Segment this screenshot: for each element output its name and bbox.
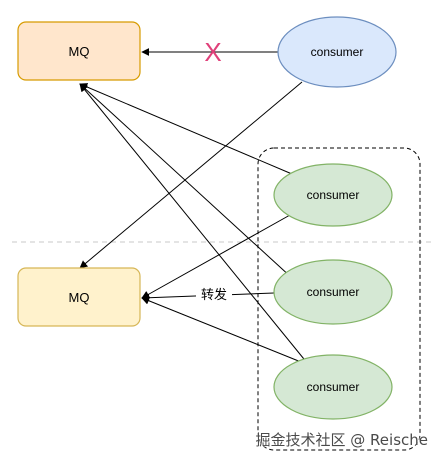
consumer-top-label: consumer <box>311 45 364 59</box>
consumer-group-label-3: consumer <box>307 380 360 394</box>
consumer-group-node-3 <box>273 354 393 420</box>
consumer-group-node-2 <box>273 259 393 325</box>
mq-top-label: MQ <box>69 44 90 59</box>
forward-label-bg <box>196 285 232 303</box>
consumer-group-label-2: consumer <box>307 285 360 299</box>
consumer-group-node-1 <box>273 163 393 227</box>
blocked-mark: X <box>204 37 221 67</box>
forward-label: 转发 <box>201 287 227 302</box>
watermark: 掘金技术社区 @ Reische <box>255 431 428 449</box>
mq-top-node <box>17 21 141 81</box>
arrow-group2-to-mq-top <box>79 83 293 279</box>
arrow-group3-to-mq-top <box>79 83 309 365</box>
arrow-group1-to-mq-top <box>79 83 293 175</box>
arrow-consumer-top-to-mq-bottom <box>79 81 303 269</box>
mq-bottom-node <box>17 267 141 327</box>
consumer-top-node <box>277 16 397 88</box>
consumer-group-label-1: consumer <box>307 188 360 202</box>
arrow-group1-to-mq-bottom <box>141 214 291 299</box>
consumer-group-boundary <box>257 147 421 451</box>
mq-bottom-label: MQ <box>69 290 90 305</box>
arrow-group3-to-mq-bottom <box>141 296 307 365</box>
